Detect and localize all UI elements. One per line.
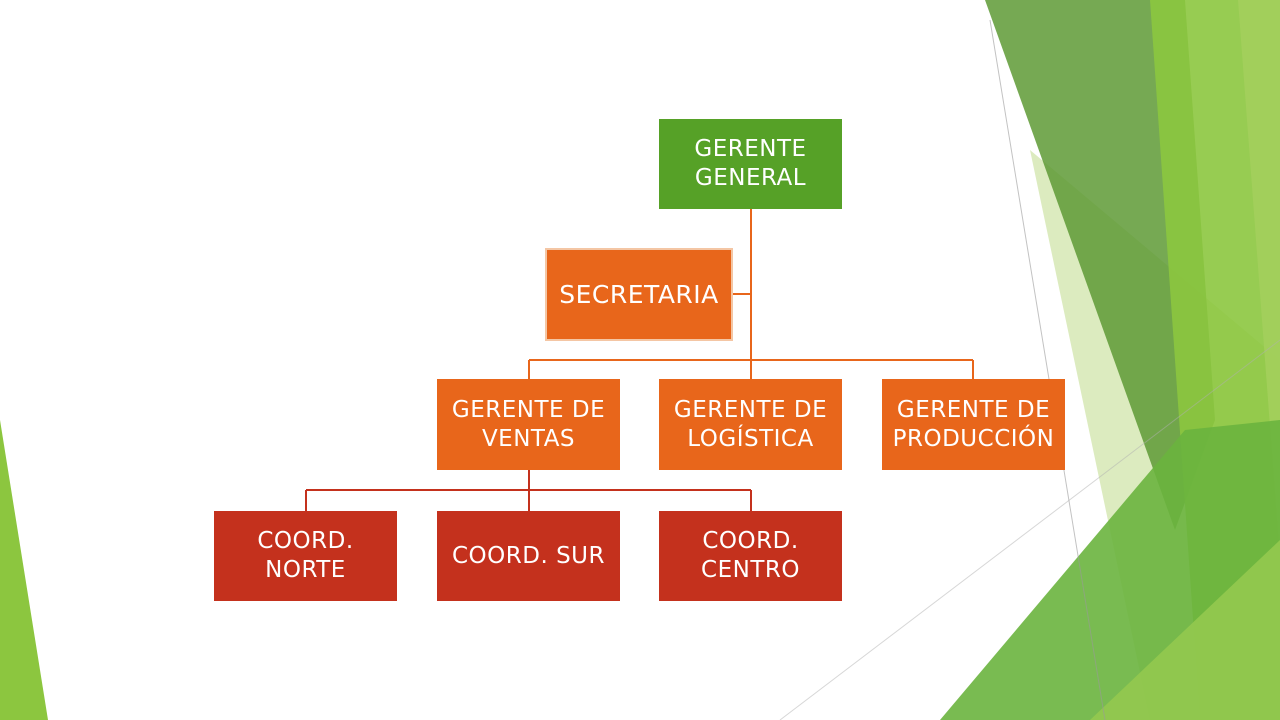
left-edge-shape: [0, 420, 48, 720]
decor-line-2: [779, 339, 1280, 720]
node-secretaria: SECRETARIA: [545, 248, 733, 341]
node-coord-norte: COORD. NORTE: [214, 511, 397, 601]
node-gerente-produccion: GERENTE DE PRODUCCIÓN: [882, 379, 1065, 470]
node-coord-centro: COORD. CENTRO: [659, 511, 842, 601]
node-gerente-ventas: GERENTE DE VENTAS: [437, 379, 620, 470]
node-gerente-logistica: GERENTE DE LOGÍSTICA: [659, 379, 842, 470]
node-gerente-general: GERENTE GENERAL: [659, 119, 842, 209]
decor-line-1: [989, 19, 1106, 720]
right-shape-dark: [985, 0, 1215, 530]
right-shape-mid: [1238, 0, 1280, 560]
bottom-shape-light: [1090, 540, 1280, 720]
node-coord-sur: COORD. SUR: [437, 511, 620, 601]
